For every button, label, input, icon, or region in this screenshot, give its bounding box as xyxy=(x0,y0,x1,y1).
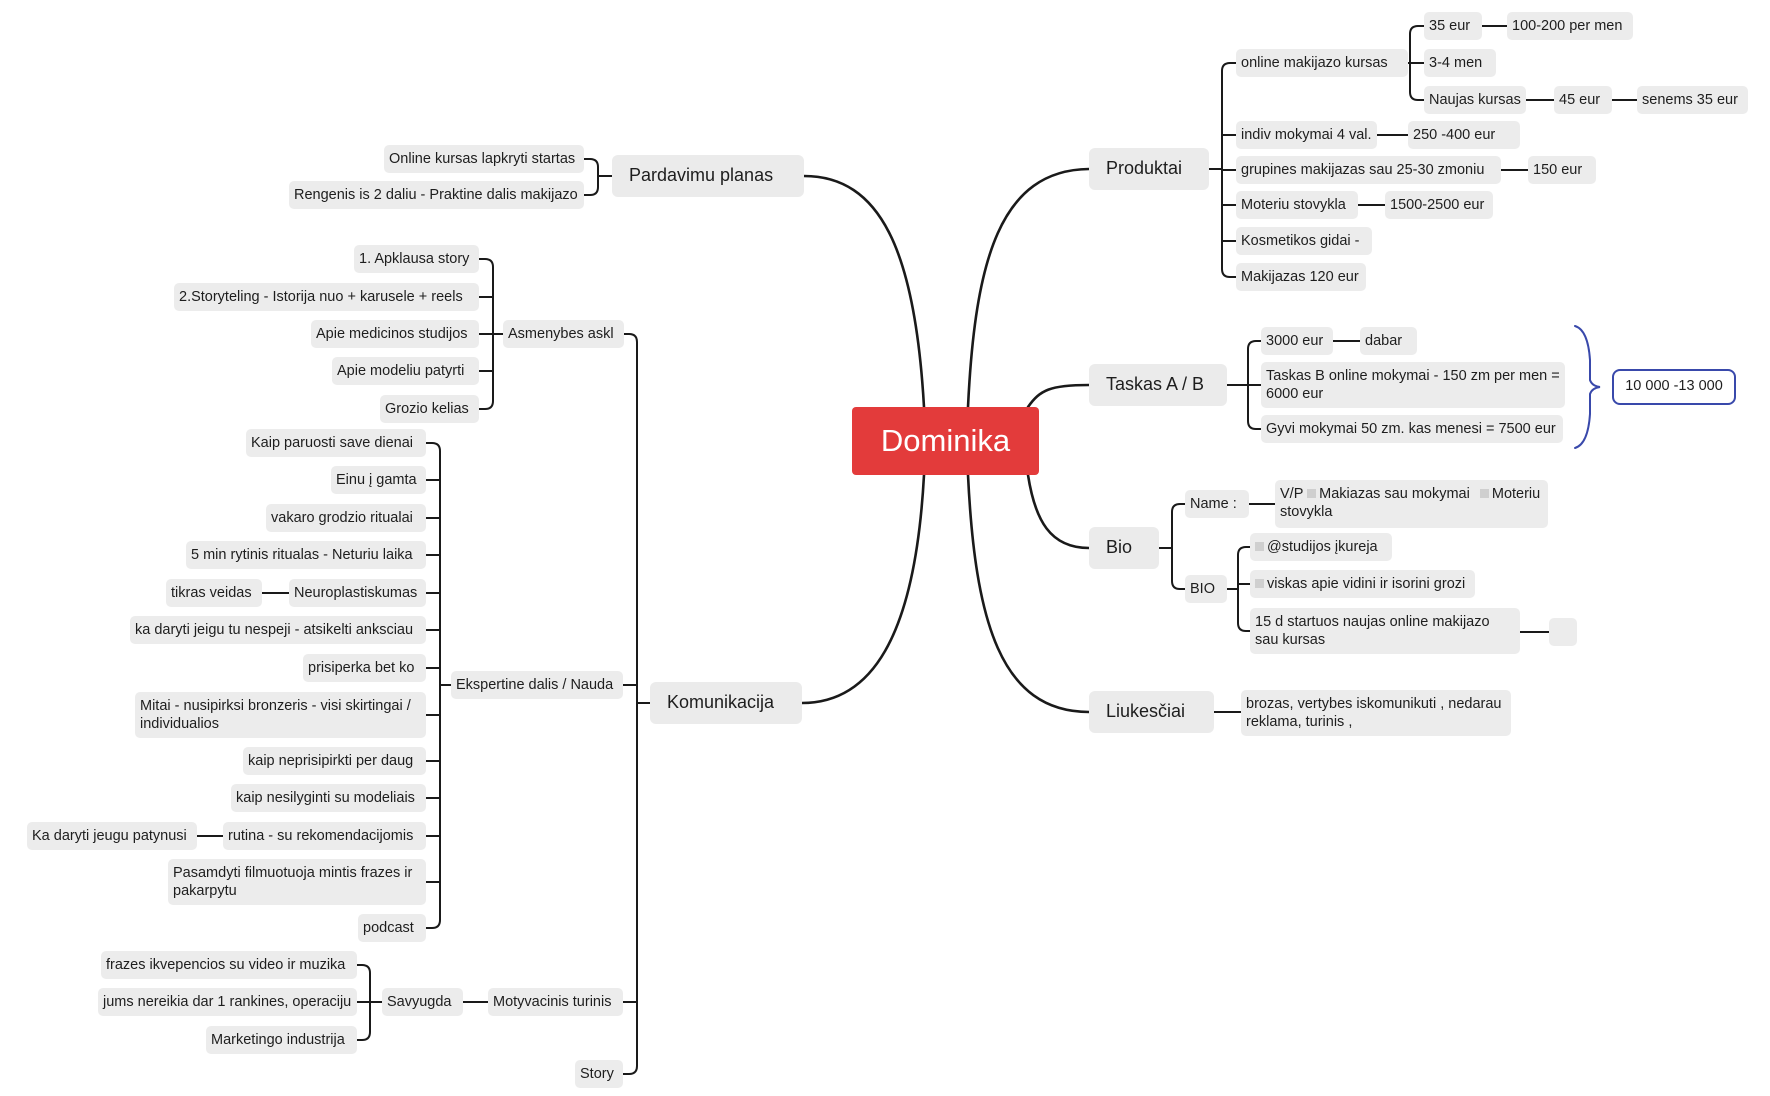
node-bio-startuos[interactable]: 15 d startuos naujas online makijazo sau… xyxy=(1250,608,1520,654)
node-indiv-kaina[interactable]: 250 -400 eur xyxy=(1408,121,1520,149)
ekspertine-item-2[interactable]: vakaro grodzio ritualai xyxy=(266,504,426,532)
node-pardavimu-rengenis[interactable]: Rengenis is 2 daliu - Praktine dalis mak… xyxy=(289,181,584,209)
node-stovykla-kaina[interactable]: 1500-2500 eur xyxy=(1385,191,1493,219)
ekspertine-item-10[interactable]: rutina - su rekomendacijomis xyxy=(223,822,426,850)
square-bullet-icon xyxy=(1255,579,1264,588)
name-value-vp: V/P xyxy=(1280,486,1304,502)
node-patynusi[interactable]: Ka daryti jeugu patynusi xyxy=(27,822,197,850)
node-story[interactable]: Story xyxy=(575,1060,623,1088)
ekspertine-item-6[interactable]: prisiperka bet ko xyxy=(303,654,426,682)
branch-komunikacija[interactable]: Komunikacija xyxy=(650,682,802,724)
edge-root-bio xyxy=(1026,473,1091,550)
bio-viskas-text: viskas apie vidini ir isorini grozi xyxy=(1267,576,1466,592)
square-bullet-icon xyxy=(1479,489,1489,498)
edge-bio-bracket xyxy=(1171,503,1186,590)
asmenybes-item-3[interactable]: Apie modeliu patyrti xyxy=(332,357,479,385)
node-liukesciai-text[interactable]: brozas, vertybes iskomunikuti , nedarau … xyxy=(1241,690,1511,736)
branch-bio[interactable]: Bio xyxy=(1089,527,1159,569)
root-node[interactable]: Dominika xyxy=(852,407,1039,475)
name-value-makiazas: Makiazas sau mokymai xyxy=(1319,486,1470,502)
motyvacinis-item-1[interactable]: jums nereikia dar 1 rankines, operaciju xyxy=(98,988,357,1016)
motyvacinis-item-0[interactable]: frazes ikvepencios su video ir muzika xyxy=(101,951,357,979)
node-bio-name-label[interactable]: Name : xyxy=(1185,490,1249,518)
node-kosmetikos[interactable]: Kosmetikos gidai - xyxy=(1236,227,1372,255)
square-bullet-icon xyxy=(1307,489,1317,498)
node-kaina-35-per-men[interactable]: 100-200 per men xyxy=(1507,12,1633,40)
ekspertine-item-8[interactable]: kaip neprisipirkti per daug xyxy=(243,747,426,775)
bio-studijos-text: @studijos įkureja xyxy=(1267,539,1378,555)
ekspertine-item-12[interactable]: podcast xyxy=(358,914,426,942)
node-makijazas[interactable]: Makijazas 120 eur xyxy=(1236,263,1366,291)
node-savyugda[interactable]: Savyugda xyxy=(382,988,463,1016)
node-indiv[interactable]: indiv mokymai 4 val. xyxy=(1236,121,1377,149)
node-motyvacinis[interactable]: Motyvacinis turinis xyxy=(488,988,623,1016)
ekspertine-item-7[interactable]: Mitai - nusipirksi bronzeris - visi skir… xyxy=(135,692,426,738)
node-tikras-veidas[interactable]: tikras veidas xyxy=(166,579,262,607)
node-taskas-b-gyvi[interactable]: Gyvi mokymai 50 zm. kas menesi = 7500 eu… xyxy=(1261,415,1563,443)
edge-ekspertine-bracket xyxy=(425,442,441,929)
edge-root-liukesciai xyxy=(966,473,1091,714)
summary-taskas[interactable]: 10 000 -13 000 xyxy=(1612,369,1736,405)
edge-biolabel-bracket xyxy=(1237,546,1251,632)
node-taskas-a[interactable]: 3000 eur xyxy=(1261,327,1333,355)
asmenybes-item-2[interactable]: Apie medicinos studijos xyxy=(311,320,479,348)
ekspertine-item-11[interactable]: Pasamdyti filmuotuoja mintis frazes ir p… xyxy=(168,859,426,905)
node-online-kursas[interactable]: online makijazo kursas xyxy=(1236,49,1408,77)
motyvacinis-item-2[interactable]: Marketingo industrija xyxy=(206,1026,357,1054)
node-bio-empty[interactable] xyxy=(1549,618,1577,646)
ekspertine-item-1[interactable]: Einu į gamta xyxy=(331,466,426,494)
branch-pardavimu[interactable]: Pardavimu planas xyxy=(612,155,804,197)
node-pardavimu-online[interactable]: Online kursas lapkryti startas xyxy=(384,145,584,173)
edge-root-komunikacija xyxy=(800,473,926,705)
branch-taskas[interactable]: Taskas A / B xyxy=(1089,364,1227,406)
node-stovykla[interactable]: Moteriu stovykla xyxy=(1236,191,1358,219)
node-bio-name-value[interactable]: V/P Makiazas sau mokymai Moteriu stovykl… xyxy=(1275,480,1548,528)
node-kaina-35[interactable]: 35 eur xyxy=(1424,12,1482,40)
node-taskas-b-online[interactable]: Taskas B online mokymai - 150 zm per men… xyxy=(1261,362,1565,408)
branch-produktai[interactable]: Produktai xyxy=(1089,148,1209,190)
edge-pardavimu-bracket xyxy=(583,158,599,196)
name-value-stovykla: Moteriu stovykla xyxy=(1280,486,1541,520)
node-grupines-kaina[interactable]: 150 eur xyxy=(1528,156,1596,184)
ekspertine-item-4[interactable]: Neuroplastiskumas xyxy=(289,579,426,607)
ekspertine-item-3[interactable]: 5 min rytinis ritualas - Neturiu laika xyxy=(186,541,426,569)
node-trukme[interactable]: 3-4 men xyxy=(1424,49,1496,77)
node-grupines[interactable]: grupines makijazas sau 25-30 zmoniu xyxy=(1236,156,1501,184)
asmenybes-item-1[interactable]: 2.Storyteling - Istorija nuo + karusele … xyxy=(174,283,479,311)
edge-root-pardavimu xyxy=(802,174,926,409)
ekspertine-item-5[interactable]: ka daryti jeigu tu nespeji - atsikelti a… xyxy=(130,616,426,644)
node-naujas-kaina[interactable]: 45 eur xyxy=(1554,86,1612,114)
node-naujas-kursas[interactable]: Naujas kursas xyxy=(1424,86,1526,114)
branch-liukesciai[interactable]: Liukesčiai xyxy=(1089,691,1214,733)
node-senems[interactable]: senems 35 eur xyxy=(1637,86,1748,114)
node-taskas-dabar[interactable]: dabar xyxy=(1360,327,1417,355)
ekspertine-item-0[interactable]: Kaip paruosti save dienai xyxy=(246,429,426,457)
node-bio-viskas[interactable]: viskas apie vidini ir isorini grozi xyxy=(1250,570,1475,598)
edge-komunikacija-bracket xyxy=(622,333,638,1075)
asmenybes-item-4[interactable]: Grozio kelias xyxy=(380,395,479,423)
summary-brace xyxy=(1574,325,1601,449)
node-bio-label[interactable]: BIO xyxy=(1185,575,1227,603)
node-asmenybes[interactable]: Asmenybes askl xyxy=(503,320,624,348)
edge-root-produktai xyxy=(966,167,1091,409)
node-ekspertine[interactable]: Ekspertine dalis / Nauda xyxy=(451,671,623,699)
asmenybes-item-0[interactable]: 1. Apklausa story xyxy=(354,245,479,273)
ekspertine-item-9[interactable]: kaip nesilyginti su modeliais xyxy=(231,784,426,812)
edge-root-taskas xyxy=(1026,383,1091,409)
square-bullet-icon xyxy=(1255,542,1264,551)
node-bio-studijos[interactable]: @studijos įkureja xyxy=(1250,533,1392,561)
